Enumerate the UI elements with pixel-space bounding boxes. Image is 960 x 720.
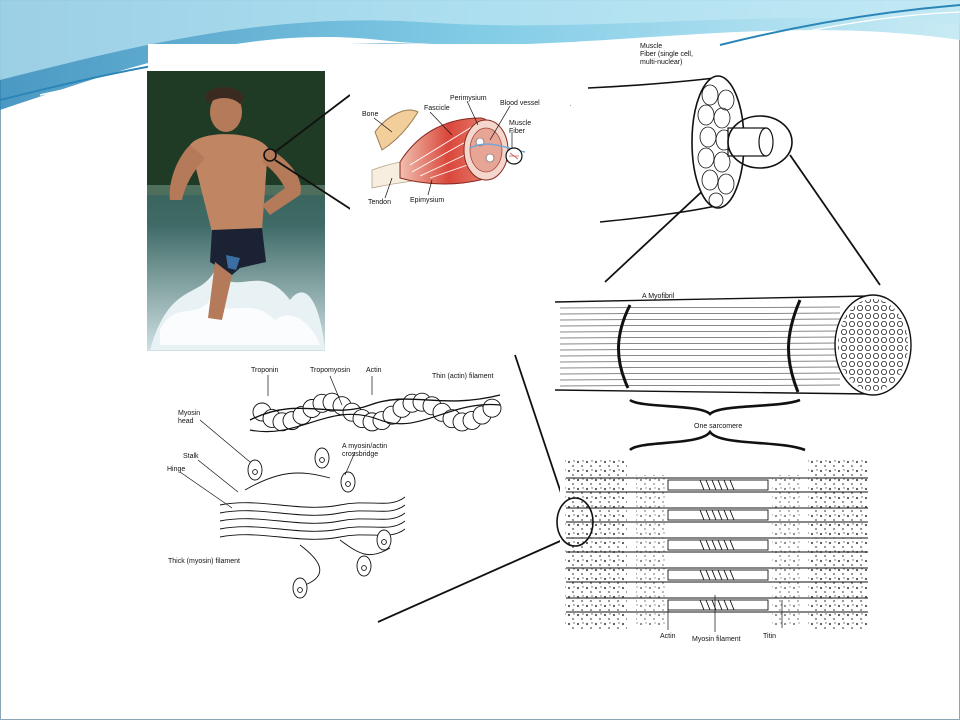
sarcomere-detail: [556, 429, 880, 635]
label-fascicle: Fascicle: [424, 105, 450, 112]
myofibril-diagram: [554, 294, 912, 416]
label-hinge: Hinge: [167, 466, 185, 473]
athlete-running-photo: [147, 71, 325, 351]
label-troponin: Troponin: [251, 367, 278, 374]
label-tendon: Tendon: [368, 199, 391, 206]
label-actin: Actin: [366, 367, 382, 374]
label-thin-filament: Thin (actin) filament: [432, 373, 494, 380]
muscle-anatomy-labels: Bone Fascicle Perimysium Blood vessel Mu…: [362, 95, 540, 206]
sarcomere-labels: Actin Myosin filament Titin: [660, 633, 776, 643]
muscle-fiber-bundle: [587, 75, 793, 223]
muscle-anatomy-diagram: [350, 92, 570, 212]
filament-diagram: [179, 375, 502, 599]
label-blood-vessel: Blood vessel: [500, 100, 540, 107]
label-one-sarcomere: One sarcomere: [694, 423, 742, 430]
label-titin: Titin: [763, 633, 776, 640]
myofibril-labels: A Myofibril One sarcomere: [642, 293, 742, 430]
label-myosin-filament: Myosin filament: [692, 636, 741, 643]
label-thick-filament: Thick (myosin) filament: [168, 558, 240, 565]
filament-labels: Troponin Tropomyosin Actin Thin (actin) …: [167, 367, 494, 565]
header-waves: [0, 0, 960, 110]
label-sarcomere-actin: Actin: [660, 633, 676, 640]
label-epimysium: Epimysium: [410, 197, 444, 204]
label-bone: Bone: [362, 111, 378, 118]
label-myofibril: A Myofibril: [642, 293, 675, 300]
label-tropomyosin: Tropomyosin: [310, 367, 350, 374]
label-perimysium: Perimysium: [450, 95, 487, 102]
label-stalk: Stalk: [183, 453, 199, 460]
